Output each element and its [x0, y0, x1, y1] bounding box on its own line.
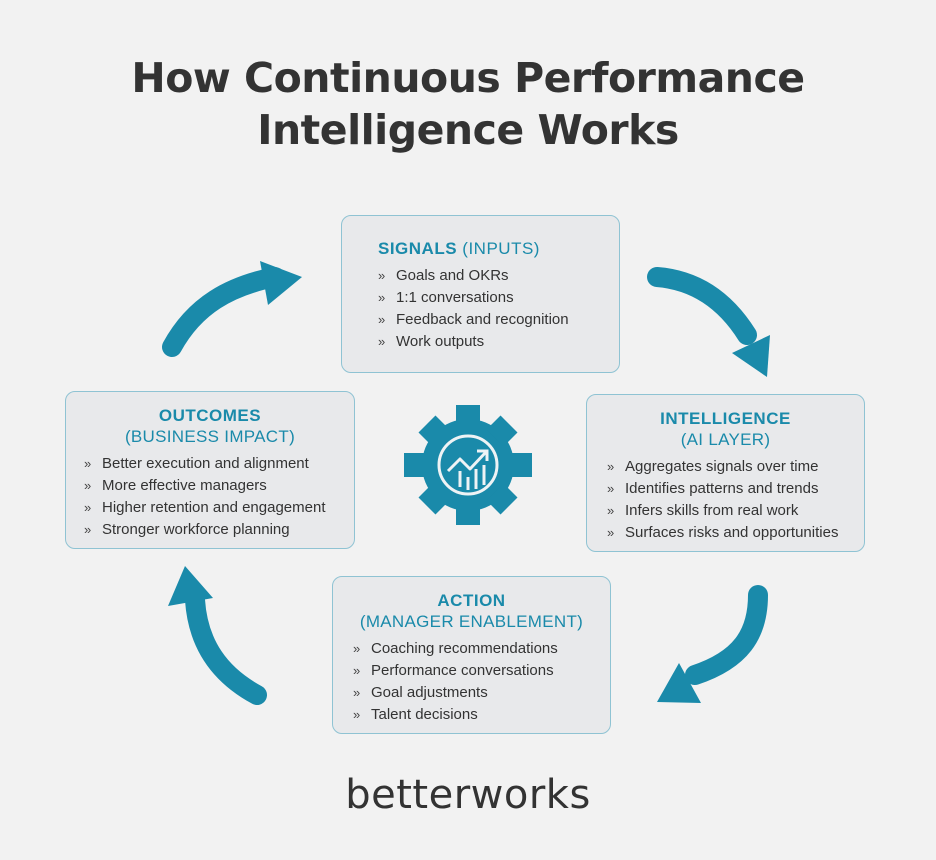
bullet-icon: » — [353, 685, 361, 700]
signals-box: SIGNALS (INPUTS) »Goals and OKRs »1:1 co… — [341, 215, 620, 373]
list-item: »More effective managers — [84, 475, 354, 497]
list-item: »Identifies patterns and trends — [607, 478, 864, 500]
outcomes-box: OUTCOMES (BUSINESS IMPACT) »Better execu… — [65, 391, 355, 549]
signals-subheading: (INPUTS) — [462, 239, 540, 258]
bullet-icon: » — [607, 503, 615, 518]
intelligence-subheading: (AI LAYER) — [680, 430, 771, 449]
intelligence-heading: INTELLIGENCE — [660, 409, 791, 428]
action-box: ACTION (MANAGER ENABLEMENT) »Coaching re… — [332, 576, 611, 734]
list-item: »Work outputs — [378, 331, 619, 353]
bullet-icon: » — [607, 525, 615, 540]
list-item: »Better execution and alignment — [84, 453, 354, 475]
list-item: »1:1 conversations — [378, 287, 619, 309]
list-item: »Performance conversations — [353, 660, 610, 682]
bullet-icon: » — [353, 663, 361, 678]
list-item: »Higher retention and engagement — [84, 497, 354, 519]
title-line-1: How Continuous Performance — [131, 54, 805, 102]
intelligence-box: INTELLIGENCE (AI LAYER) »Aggregates sign… — [586, 394, 865, 552]
list-item: »Infers skills from real work — [607, 500, 864, 522]
outcomes-list: »Better execution and alignment »More ef… — [84, 453, 354, 541]
signals-list: »Goals and OKRs »1:1 conversations »Feed… — [378, 265, 619, 353]
bullet-icon: » — [353, 707, 361, 722]
arrow-outcomes-to-signals-icon — [162, 261, 302, 357]
outcomes-heading: OUTCOMES — [158, 406, 262, 425]
arrow-intelligence-to-action-icon — [657, 585, 768, 703]
bullet-icon: » — [84, 456, 92, 471]
bullet-icon: » — [84, 478, 92, 493]
outcomes-subheading: (BUSINESS IMPACT) — [124, 427, 296, 446]
bullet-icon: » — [84, 522, 92, 537]
bullet-icon: » — [378, 268, 386, 283]
bullet-icon: » — [378, 290, 386, 305]
intelligence-list: »Aggregates signals over time »Identifie… — [607, 456, 864, 544]
action-list: »Coaching recommendations »Performance c… — [353, 638, 610, 726]
page-title: How Continuous Performance Intelligence … — [0, 52, 936, 156]
brand-logo: betterworks — [345, 772, 591, 818]
gear-chart-icon — [404, 405, 532, 525]
list-item: »Aggregates signals over time — [607, 456, 864, 478]
list-item: »Goals and OKRs — [378, 265, 619, 287]
bullet-icon: » — [378, 312, 386, 327]
title-line-2: Intelligence Works — [257, 106, 679, 154]
list-item: »Stronger workforce planning — [84, 519, 354, 541]
bullet-icon: » — [607, 481, 615, 496]
list-item: »Talent decisions — [353, 704, 610, 726]
bullet-icon: » — [607, 459, 615, 474]
list-item: »Goal adjustments — [353, 682, 610, 704]
list-item: »Feedback and recognition — [378, 309, 619, 331]
bullet-icon: » — [353, 641, 361, 656]
signals-heading: SIGNALS (INPUTS) — [378, 239, 540, 258]
action-heading: ACTION — [437, 591, 506, 610]
arrow-action-to-outcomes-icon — [168, 566, 267, 705]
action-subheading: (MANAGER ENABLEMENT) — [359, 612, 584, 631]
bullet-icon: » — [378, 334, 386, 349]
list-item: »Surfaces risks and opportunities — [607, 522, 864, 544]
bullet-icon: » — [84, 500, 92, 515]
arrow-signals-to-intelligence-icon — [647, 267, 770, 377]
list-item: »Coaching recommendations — [353, 638, 610, 660]
